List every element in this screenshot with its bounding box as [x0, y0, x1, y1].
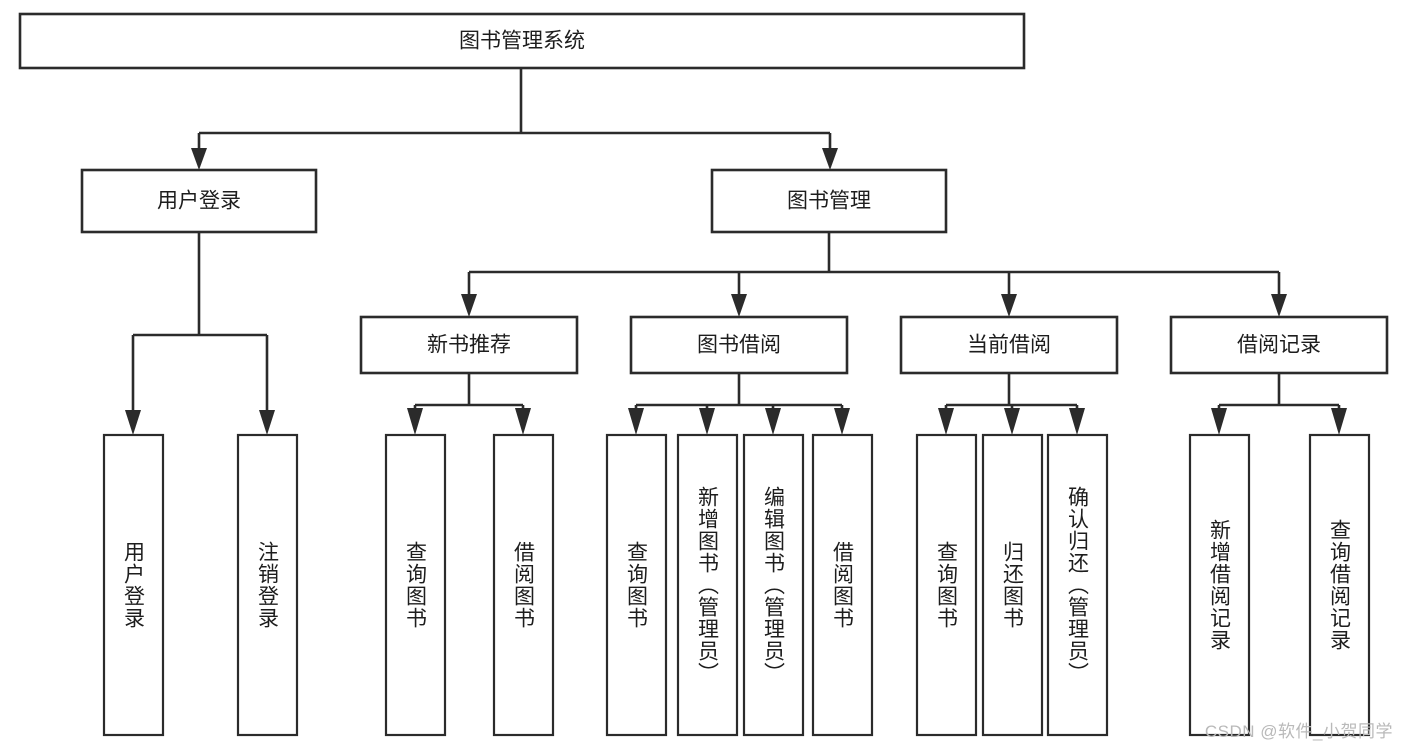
node-leaf-add-book[interactable]: 新增图书（管理员）	[676, 433, 739, 737]
node-leaf-borrow-book-2[interactable]: 借阅图书	[811, 433, 874, 737]
node-leaf-query-book-1-box[interactable]	[384, 433, 447, 737]
arrow-head-leaf-borrow-book-1	[515, 408, 531, 435]
node-leaf-query-record-box[interactable]	[1308, 433, 1371, 737]
node-leaf-edit-book[interactable]: 编辑图书（管理员）	[742, 433, 805, 737]
arrow-head-leaf-borrow-book-2	[834, 408, 850, 435]
node-leaf-add-book-label: 新增图书（管理员）	[696, 486, 720, 684]
node-leaf-query-record-label: 查询借阅记录	[1328, 519, 1352, 651]
arrow-head-book-borrow	[731, 294, 747, 317]
node-leaf-confirm-return[interactable]: 确认归还（管理员）	[1046, 433, 1109, 737]
arrow-head-book-manage	[822, 148, 838, 170]
node-new-book-rec-box[interactable]	[359, 315, 579, 375]
node-leaf-logout[interactable]: 注销登录	[236, 433, 299, 737]
node-book-manage-label: 图书管理	[787, 190, 871, 213]
node-book-borrow-box[interactable]	[629, 315, 849, 375]
node-new-book-rec-label: 新书推荐	[427, 334, 511, 357]
node-leaf-return-book[interactable]: 归还图书	[981, 433, 1044, 737]
node-borrow-record[interactable]: 借阅记录	[1169, 315, 1389, 375]
arrow-head-leaf-user-login	[125, 410, 141, 435]
node-leaf-user-login-label: 用户登录	[122, 541, 146, 629]
arrow-head-leaf-query-book-1	[407, 408, 423, 435]
node-leaf-query-book-3-label: 查询图书	[935, 541, 959, 629]
node-leaf-query-book-2-box[interactable]	[605, 433, 668, 737]
node-book-borrow[interactable]: 图书借阅	[629, 315, 849, 375]
node-book-manage[interactable]: 图书管理	[710, 168, 948, 234]
arrow-head-leaf-edit-book	[765, 408, 781, 435]
node-leaf-logout-label: 注销登录	[256, 541, 280, 629]
node-leaf-query-book-3-box[interactable]	[915, 433, 978, 737]
node-leaf-query-book-2-label: 查询图书	[625, 541, 649, 629]
node-root[interactable]: 图书管理系统	[18, 12, 1026, 70]
node-leaf-edit-book-box[interactable]	[742, 433, 805, 737]
node-leaf-query-book-1-label: 查询图书	[404, 541, 428, 629]
connector-layer	[125, 68, 1347, 435]
node-new-book-rec[interactable]: 新书推荐	[359, 315, 579, 375]
node-root-label: 图书管理系统	[459, 30, 585, 53]
arrow-head-current-borrow	[1001, 294, 1017, 317]
node-leaf-query-record[interactable]: 查询借阅记录	[1308, 433, 1371, 737]
node-leaf-return-book-box[interactable]	[981, 433, 1044, 737]
node-user-login-label: 用户登录	[157, 190, 241, 213]
node-leaf-logout-box[interactable]	[236, 433, 299, 737]
arrow-head-leaf-add-record	[1211, 408, 1227, 435]
arrow-head-leaf-query-book-2	[628, 408, 644, 435]
arrow-head-leaf-add-book	[699, 408, 715, 435]
node-leaf-add-book-box[interactable]	[676, 433, 739, 737]
node-root-box[interactable]	[18, 12, 1026, 70]
node-leaf-query-book-2[interactable]: 查询图书	[605, 433, 668, 737]
arrow-head-leaf-logout	[259, 410, 275, 435]
arrow-head-leaf-query-record	[1331, 408, 1347, 435]
node-leaf-borrow-book-2-box[interactable]	[811, 433, 874, 737]
node-leaf-user-login[interactable]: 用户登录	[102, 433, 165, 737]
node-leaf-query-book-3[interactable]: 查询图书	[915, 433, 978, 737]
node-current-borrow[interactable]: 当前借阅	[899, 315, 1119, 375]
node-leaf-add-record-label: 新增借阅记录	[1208, 519, 1232, 651]
node-leaf-edit-book-label: 编辑图书（管理员）	[762, 486, 786, 684]
node-leaf-user-login-box[interactable]	[102, 433, 165, 737]
node-current-borrow-box[interactable]	[899, 315, 1119, 375]
watermark-text: CSDN @软件_小贺同学	[1204, 722, 1393, 741]
node-leaf-borrow-book-1-box[interactable]	[492, 433, 555, 737]
node-current-borrow-label: 当前借阅	[967, 334, 1051, 357]
arrow-head-leaf-query-book-3	[938, 408, 954, 435]
node-leaf-add-record[interactable]: 新增借阅记录	[1188, 433, 1251, 737]
node-user-login-box[interactable]	[80, 168, 318, 234]
node-leaf-add-record-box[interactable]	[1188, 433, 1251, 737]
node-book-manage-box[interactable]	[710, 168, 948, 234]
node-leaf-confirm-return-label: 确认归还（管理员）	[1066, 486, 1090, 684]
node-leaf-borrow-book-2-label: 借阅图书	[831, 541, 855, 629]
arrow-head-user-login	[191, 148, 207, 170]
arrow-head-borrow-record	[1271, 294, 1287, 317]
node-borrow-record-label: 借阅记录	[1237, 334, 1321, 357]
arrow-head-leaf-confirm-return	[1069, 408, 1085, 435]
node-book-borrow-label: 图书借阅	[697, 334, 781, 357]
node-leaf-query-book-1[interactable]: 查询图书	[384, 433, 447, 737]
node-leaf-borrow-book-1-label: 借阅图书	[512, 541, 536, 629]
node-user-login[interactable]: 用户登录	[80, 168, 318, 234]
node-leaf-borrow-book-1[interactable]: 借阅图书	[492, 433, 555, 737]
arrow-head-leaf-return-book	[1004, 408, 1020, 435]
arrow-head-new-book-rec	[461, 294, 477, 317]
node-leaf-confirm-return-box[interactable]	[1046, 433, 1109, 737]
node-borrow-record-box[interactable]	[1169, 315, 1389, 375]
node-leaf-return-book-label: 归还图书	[1001, 541, 1025, 629]
